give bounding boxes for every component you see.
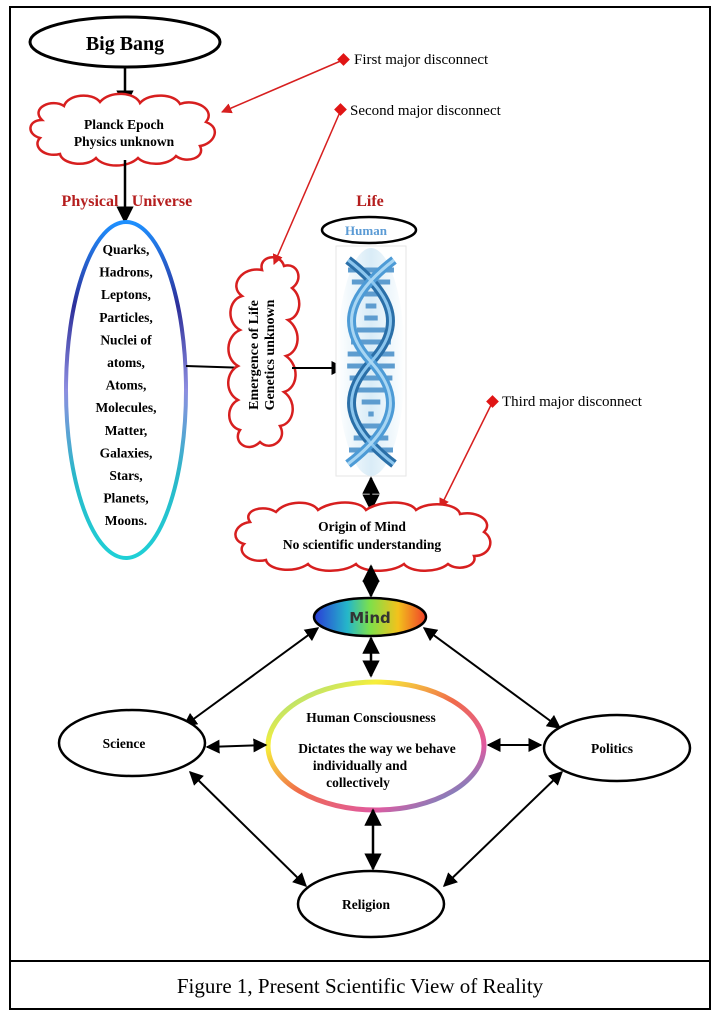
emergence-line1: Emergence of Life (247, 300, 262, 410)
politics-node (542, 713, 692, 783)
universe-item: Molecules, (95, 400, 156, 415)
universe-item: Particles, (99, 310, 153, 325)
first-disconnect-marker (337, 53, 350, 66)
politics-label: Politics (591, 741, 633, 756)
third-disconnect-marker (486, 395, 499, 408)
figure-frame (9, 6, 711, 1010)
universe-item: Moons. (105, 513, 147, 528)
universe-item: atoms, (107, 355, 145, 370)
human-node (320, 215, 418, 245)
universe-item: Nuclei of (100, 332, 152, 347)
arrow-mind-politics (422, 627, 562, 729)
mind-node (312, 596, 428, 638)
figure-caption: Figure 1, Present Scientific View of Rea… (11, 960, 709, 1010)
mind-label: Mind (349, 609, 390, 627)
universe-item: Matter, (105, 423, 148, 438)
second-disconnect-marker (334, 103, 347, 116)
universe-item: Galaxies, (100, 445, 153, 460)
consciousness-line2: individually and (313, 758, 408, 773)
arrow-mind-science (182, 627, 320, 727)
origin-of-mind-cloud (234, 501, 492, 572)
first-disconnect-arrow (221, 59, 344, 114)
emergence-line2: Genetics unknown (263, 299, 278, 410)
science-node (57, 708, 207, 778)
third-disconnect-arrow (439, 402, 493, 509)
consciousness-title: Human Consciousness (306, 710, 435, 725)
life-label: Life (356, 193, 384, 210)
planck-line2: Physics unknown (74, 134, 175, 149)
human-label: Human (345, 223, 388, 238)
universe-item: Planets, (103, 491, 148, 506)
big-bang-label: Big Bang (86, 33, 164, 55)
first-disconnect-label: First major disconnect (354, 52, 489, 68)
religion-node (296, 869, 446, 939)
planck-line1: Planck Epoch (84, 117, 164, 132)
universe-item: Quarks, (103, 242, 150, 257)
religion-label: Religion (342, 897, 390, 912)
science-label: Science (103, 736, 146, 751)
universe-item: Atoms, (106, 378, 147, 393)
physical-label: Physical (62, 193, 119, 210)
third-disconnect-label: Third major disconnect (502, 394, 643, 410)
second-disconnect-arrow (272, 111, 341, 265)
consciousness-line3: collectively (326, 775, 390, 790)
origin-line1: Origin of Mind (318, 519, 406, 534)
dna-helix-image (335, 245, 407, 477)
arrow-science-consciousness (205, 738, 268, 754)
arrow-politics-religion (442, 771, 564, 887)
origin-line2: No scientific understanding (283, 537, 442, 552)
emergence-of-life-cloud (227, 256, 301, 449)
universe-label: Universe (132, 193, 192, 210)
arrow-science-religion (189, 771, 307, 887)
second-disconnect-label: Second major disconnect (350, 103, 502, 119)
universe-items: Quarks, Hadrons, Leptons, Particles, Nuclei … (95, 242, 156, 528)
universe-item: Leptons, (101, 287, 151, 302)
universe-item: Hadrons, (99, 265, 152, 280)
planck-epoch-cloud (29, 92, 217, 167)
universe-item: Stars, (109, 468, 142, 483)
consciousness-line1: Dictates the way we behave (298, 741, 455, 756)
physical-universe-node (64, 220, 188, 560)
